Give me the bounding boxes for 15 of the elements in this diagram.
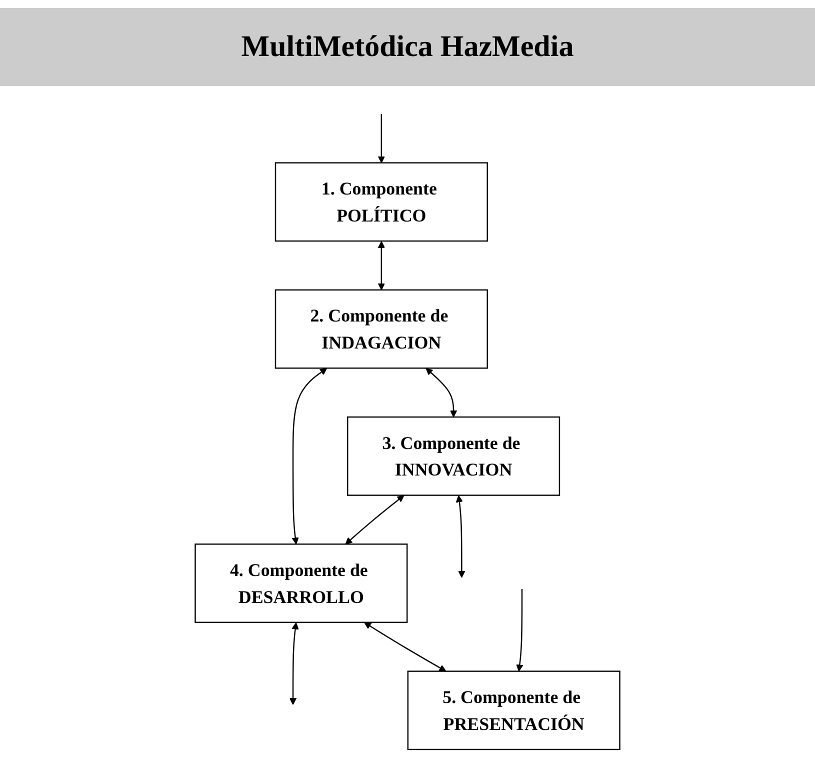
title-banner: MultiMetódica HazMedia bbox=[0, 8, 815, 86]
arrow bbox=[426, 368, 458, 418]
arrow bbox=[345, 495, 404, 544]
arrow bbox=[364, 622, 446, 672]
arrow bbox=[516, 588, 524, 672]
node-box: 2. Componente de INDAGACION bbox=[274, 289, 488, 369]
node-box: 1. Componente POLÍTICO bbox=[274, 162, 488, 242]
node-box: 5. Componente de PRESENTACIÓN bbox=[407, 670, 620, 750]
arrow bbox=[378, 114, 385, 164]
node-box: 4. Componente de DESARROLLO bbox=[194, 544, 408, 623]
arrow bbox=[289, 622, 299, 705]
arrow bbox=[378, 241, 385, 290]
arrow bbox=[292, 368, 328, 544]
node-box: 3. Componente de INNOVACION bbox=[347, 416, 560, 496]
arrow bbox=[456, 495, 466, 578]
